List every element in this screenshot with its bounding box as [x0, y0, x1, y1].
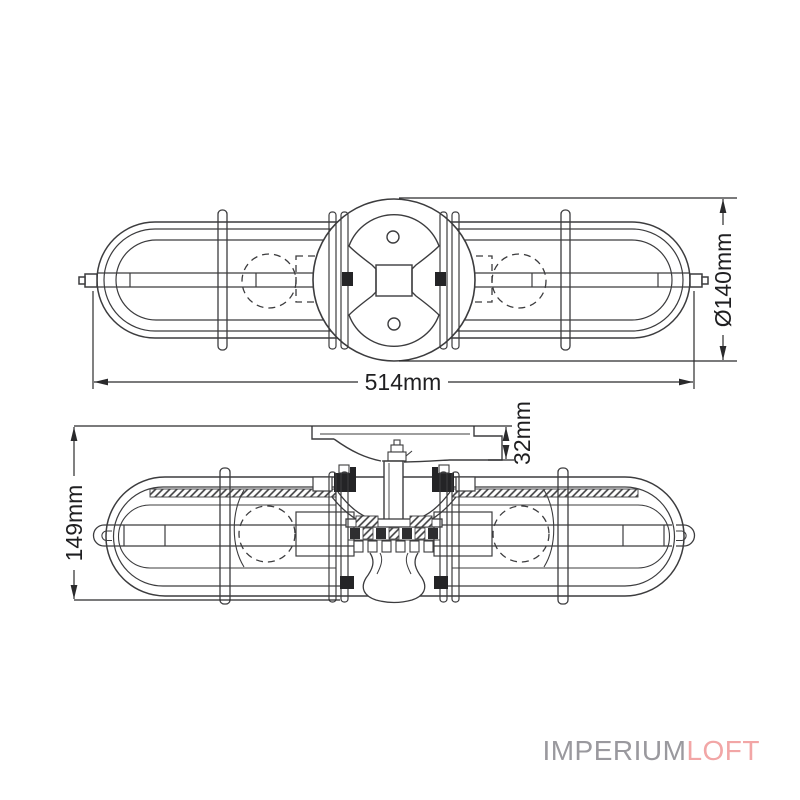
right-clamp-bolt	[435, 272, 446, 286]
canopy-center-boss	[375, 264, 413, 297]
left-hook-inner	[101, 530, 112, 542]
left-hook	[92, 524, 112, 547]
hidden-bulbs-side	[238, 505, 550, 563]
right-end-nub	[689, 273, 703, 288]
dim-overall-height: 149mm	[61, 425, 512, 601]
canopy-screw-hole-top	[386, 230, 400, 244]
canopy-funnel-right	[403, 459, 450, 463]
lower-hub	[362, 552, 426, 604]
brand-logo: IMPERIUMLOFT	[538, 735, 760, 767]
canopy-inner-plate	[348, 214, 440, 347]
right-bulb-hidden-side	[492, 505, 550, 563]
right-cage-rib	[560, 209, 571, 351]
left-end-tip	[78, 276, 86, 285]
glass-wall-right	[451, 488, 639, 498]
dim-shade-diameter-label: Ø140mm	[710, 233, 736, 328]
cage-mid-right	[448, 486, 676, 587]
ceiling-canopy	[311, 426, 503, 463]
canopy-disc	[312, 198, 476, 362]
left-bottom-bolt	[340, 576, 354, 589]
canopy-funnel-left	[333, 438, 382, 462]
right-hook-inner	[676, 530, 687, 542]
stem	[382, 460, 406, 521]
canopy-screw-hole-bottom	[387, 317, 401, 331]
center-rod-side	[112, 524, 672, 547]
right-end-tip	[701, 276, 709, 285]
left-bulb-hidden-side	[238, 505, 296, 563]
left-bulb-hidden	[241, 253, 297, 309]
right-bottom-bolt	[434, 576, 448, 589]
canopy-flange-ribs-side	[328, 471, 460, 603]
brand-logo-imperium: IMPERIUM	[542, 735, 687, 766]
glass-inner-right	[452, 504, 671, 569]
dimension-annotations: 514mm Ø140mm 149mm 32mm	[61, 197, 737, 601]
left-clamp-bolt	[342, 272, 353, 286]
lamp-platform	[345, 515, 443, 528]
right-cage-rib-side	[557, 467, 569, 605]
cage-mid-left	[112, 486, 340, 587]
dim-overall-width-label: 514mm	[365, 369, 442, 395]
glass-inner-left	[117, 504, 336, 569]
glass-wall-left	[149, 488, 337, 498]
left-end-nub	[84, 273, 98, 288]
top-view	[78, 198, 709, 362]
left-glass-clamp	[312, 464, 356, 492]
terminal-fins	[348, 539, 440, 553]
glass-dome-right	[543, 489, 555, 568]
glass-dome-left	[233, 489, 245, 568]
dim-canopy-height-label: 32mm	[509, 401, 535, 465]
right-glass-clamp	[432, 464, 476, 492]
right-hook	[676, 524, 696, 547]
terminal-row	[350, 527, 438, 540]
dim-shade-diameter: Ø140mm	[399, 197, 737, 362]
left-cage-rib	[217, 209, 228, 351]
brand-logo-loft: LOFT	[686, 735, 760, 766]
side-view	[92, 426, 696, 605]
right-socket-housing	[433, 511, 493, 557]
dim-overall-height-label: 149mm	[61, 485, 87, 562]
right-bulb-hidden	[491, 253, 547, 309]
left-socket-housing	[295, 511, 355, 557]
dim-canopy-height: 32mm	[488, 401, 535, 465]
dim-overall-width: 514mm	[92, 291, 695, 395]
mounting-nipple	[387, 439, 413, 462]
left-cage-rib-side	[219, 467, 231, 605]
